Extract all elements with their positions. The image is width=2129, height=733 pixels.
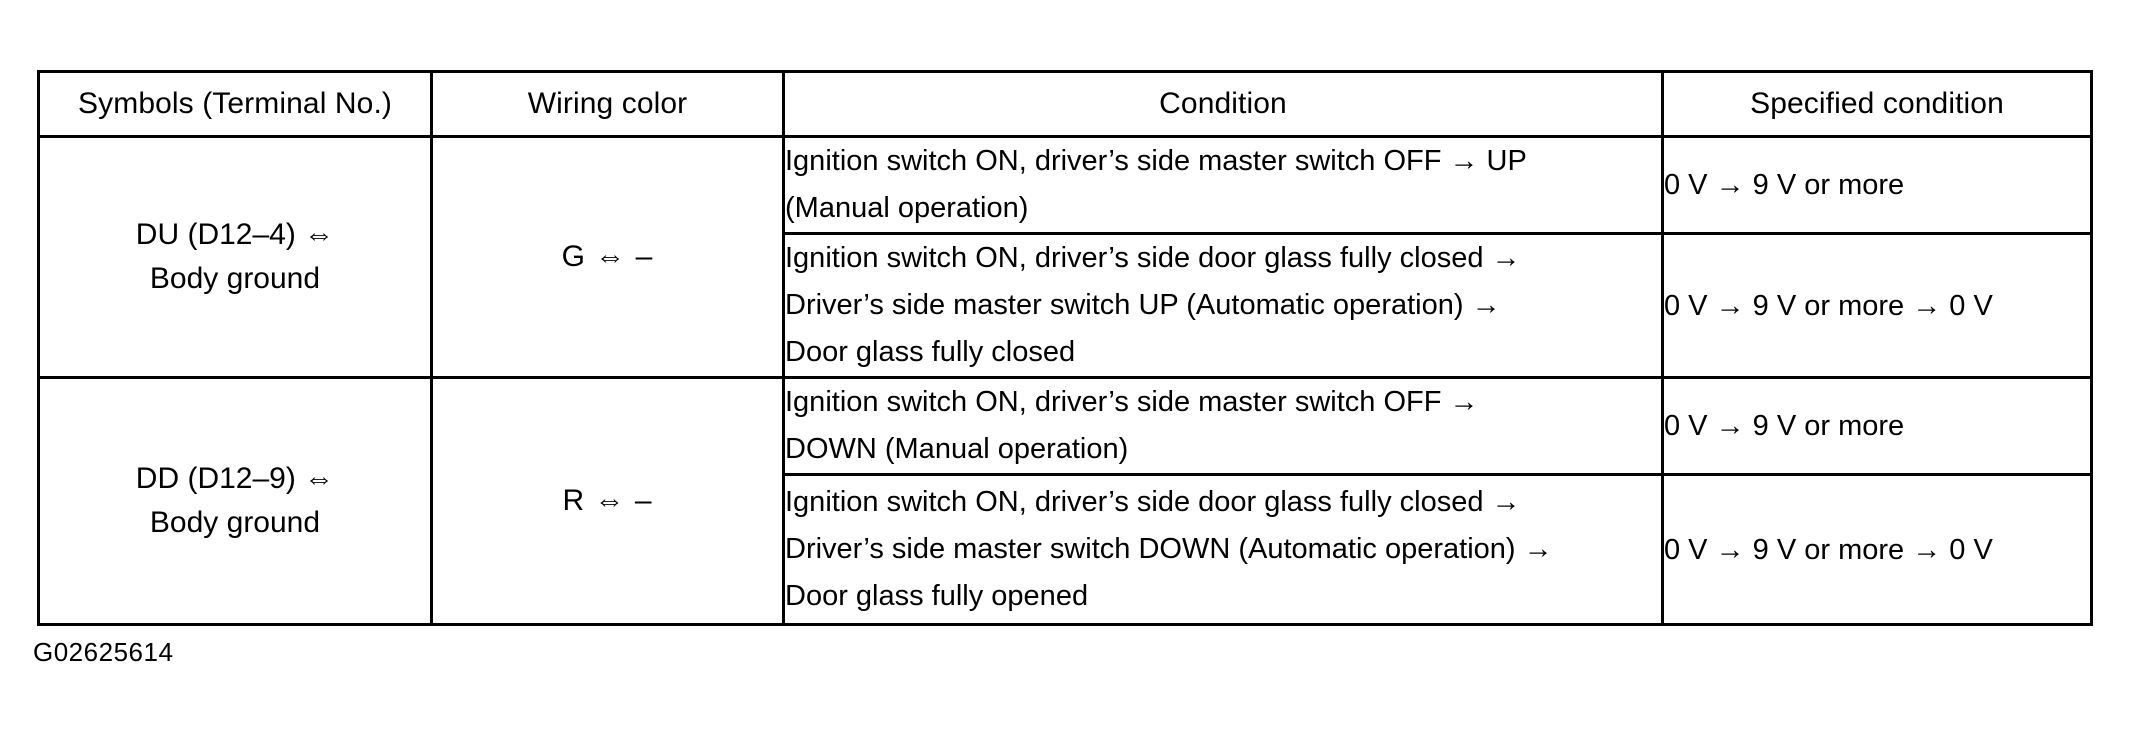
condition-line: Ignition switch ON, driver’s side master… — [785, 145, 1527, 177]
cell-condition-dd-manual: Ignition switch ON, driver’s side master… — [782, 376, 1664, 476]
cell-condition-du-manual: Ignition switch ON, driver’s side master… — [782, 135, 1664, 235]
condition-line: DOWN (Manual operation) — [785, 433, 1129, 465]
condition-line: Driver’s side master switch UP (Automati… — [785, 289, 1501, 321]
cell-specified-condition-du-auto: 0 V → 9 V or more → 0 V — [1661, 232, 2093, 379]
symbol-ground-line: Body ground — [149, 262, 321, 295]
column-header-symbols: Symbols (Terminal No.) — [37, 70, 433, 138]
cell-wiring-color-dd: R ⇔ – — [430, 376, 785, 626]
inspection-spec-table: Symbols (Terminal No.) Wiring color Cond… — [37, 70, 2093, 626]
symbol-ground-line: Body ground — [149, 506, 321, 539]
cell-condition-du-auto: Ignition switch ON, driver’s side door g… — [782, 232, 1664, 379]
figure-code-caption: G02625614 — [33, 637, 174, 667]
table-row: DD (D12–9) ⇔ Body ground R ⇔ – Ignition … — [37, 376, 2093, 626]
table-row: Ignition switch ON, driver’s side door g… — [39, 473, 2093, 626]
condition-line: (Manual operation) — [785, 192, 1029, 224]
column-header-wiring-color: Wiring color — [430, 70, 785, 138]
cell-symbol-dd: DD (D12–9) ⇔ Body ground — [37, 376, 433, 626]
symbol-terminal-line: DU (D12–4) ⇔ — [135, 218, 335, 251]
cell-specified-condition-dd-auto: 0 V → 9 V or more → 0 V — [1661, 473, 2093, 626]
condition-line: Ignition switch ON, driver’s side master… — [785, 386, 1479, 418]
cell-wiring-color-du: G ⇔ – — [430, 135, 785, 379]
table-row: DU (D12–4) ⇔ Body ground G ⇔ – Ignition … — [37, 135, 2093, 379]
cell-specified-condition-du-manual: 0 V → 9 V or more — [1661, 135, 2093, 235]
cell-specified-condition-dd-manual: 0 V → 9 V or more — [1661, 376, 2093, 476]
condition-line: Ignition switch ON, driver’s side door g… — [785, 242, 1521, 274]
symbol-terminal-line: DD (D12–9) ⇔ — [135, 462, 335, 495]
table-header-row: Symbols (Terminal No.) Wiring color Cond… — [37, 70, 2093, 138]
table-row: Ignition switch ON, driver’s side door g… — [39, 232, 2093, 379]
condition-line: Ignition switch ON, driver’s side door g… — [785, 486, 1521, 518]
column-header-condition: Condition — [782, 70, 1664, 138]
condition-line: Driver’s side master switch DOWN (Automa… — [785, 533, 1553, 565]
condition-line: Door glass fully opened — [785, 580, 1089, 612]
condition-line: Door glass fully closed — [785, 336, 1076, 368]
cell-condition-dd-auto: Ignition switch ON, driver’s side door g… — [782, 473, 1664, 626]
cell-symbol-du: DU (D12–4) ⇔ Body ground — [37, 135, 433, 379]
column-header-specified-condition: Specified condition — [1661, 70, 2093, 138]
